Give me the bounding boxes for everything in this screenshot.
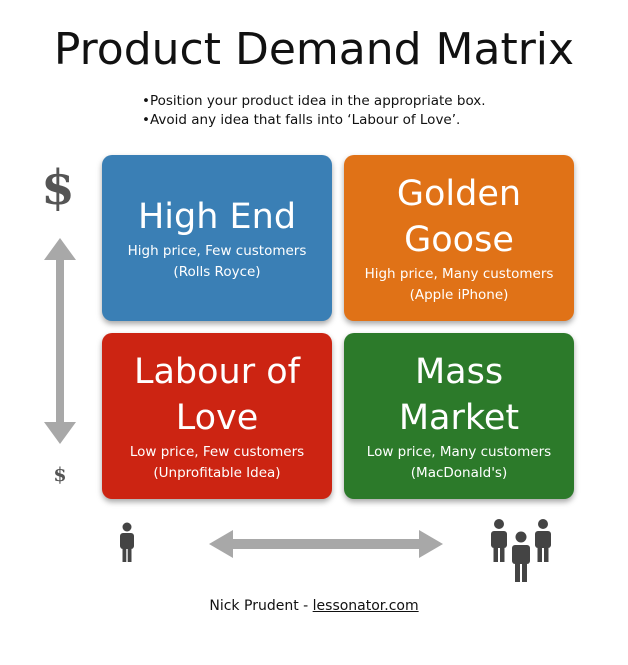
website-link[interactable]: lessonator.com <box>312 598 419 614</box>
quadrant-golden-goose: Golden Goose High price, Many customers … <box>344 155 574 321</box>
quadrant-description: High price, Few customers <box>127 243 307 259</box>
customer-axis-arrow <box>209 530 443 558</box>
quadrant-mass-market: Mass Market Low price, Many customers (M… <box>344 333 574 499</box>
quadrant-title: Labour of Love <box>133 352 300 438</box>
quadrant-example: (MacDonald's) <box>410 465 508 481</box>
instruction-item: Avoid any idea that falls into ‘Labour o… <box>142 111 486 130</box>
group-people-icon <box>491 519 551 582</box>
quadrant-example: (Rolls Royce) <box>173 264 261 280</box>
quadrant-high-end: High End High price, Few customers (Roll… <box>102 155 332 321</box>
instruction-item: Position your product idea in the approp… <box>142 92 486 111</box>
quadrant-title: Mass Market <box>398 352 520 438</box>
quadrant-title: High End <box>137 197 297 237</box>
page-title: Product Demand Matrix <box>53 24 575 75</box>
quadrant-description: High price, Many customers <box>364 266 554 282</box>
quadrant-example: (Unprofitable Idea) <box>153 465 281 481</box>
high-price-dollar-icon: $ <box>41 160 75 216</box>
low-price-dollar-icon: $ <box>53 464 67 486</box>
footer-credit: Nick Prudent - lessonator.com <box>0 598 628 614</box>
instruction-list: Position your product idea in the approp… <box>142 92 486 130</box>
quadrant-description: Low price, Few customers <box>129 444 305 460</box>
quadrant-description: Low price, Many customers <box>366 444 552 460</box>
quadrant-title: Golden Goose <box>396 174 522 260</box>
author-name: Nick Prudent - <box>209 598 313 614</box>
quadrant-example: (Apple iPhone) <box>409 287 509 303</box>
price-axis-arrow <box>44 238 76 444</box>
quadrant-labour-of-love: Labour of Love Low price, Few customers … <box>102 333 332 499</box>
single-person-icon <box>120 522 134 562</box>
